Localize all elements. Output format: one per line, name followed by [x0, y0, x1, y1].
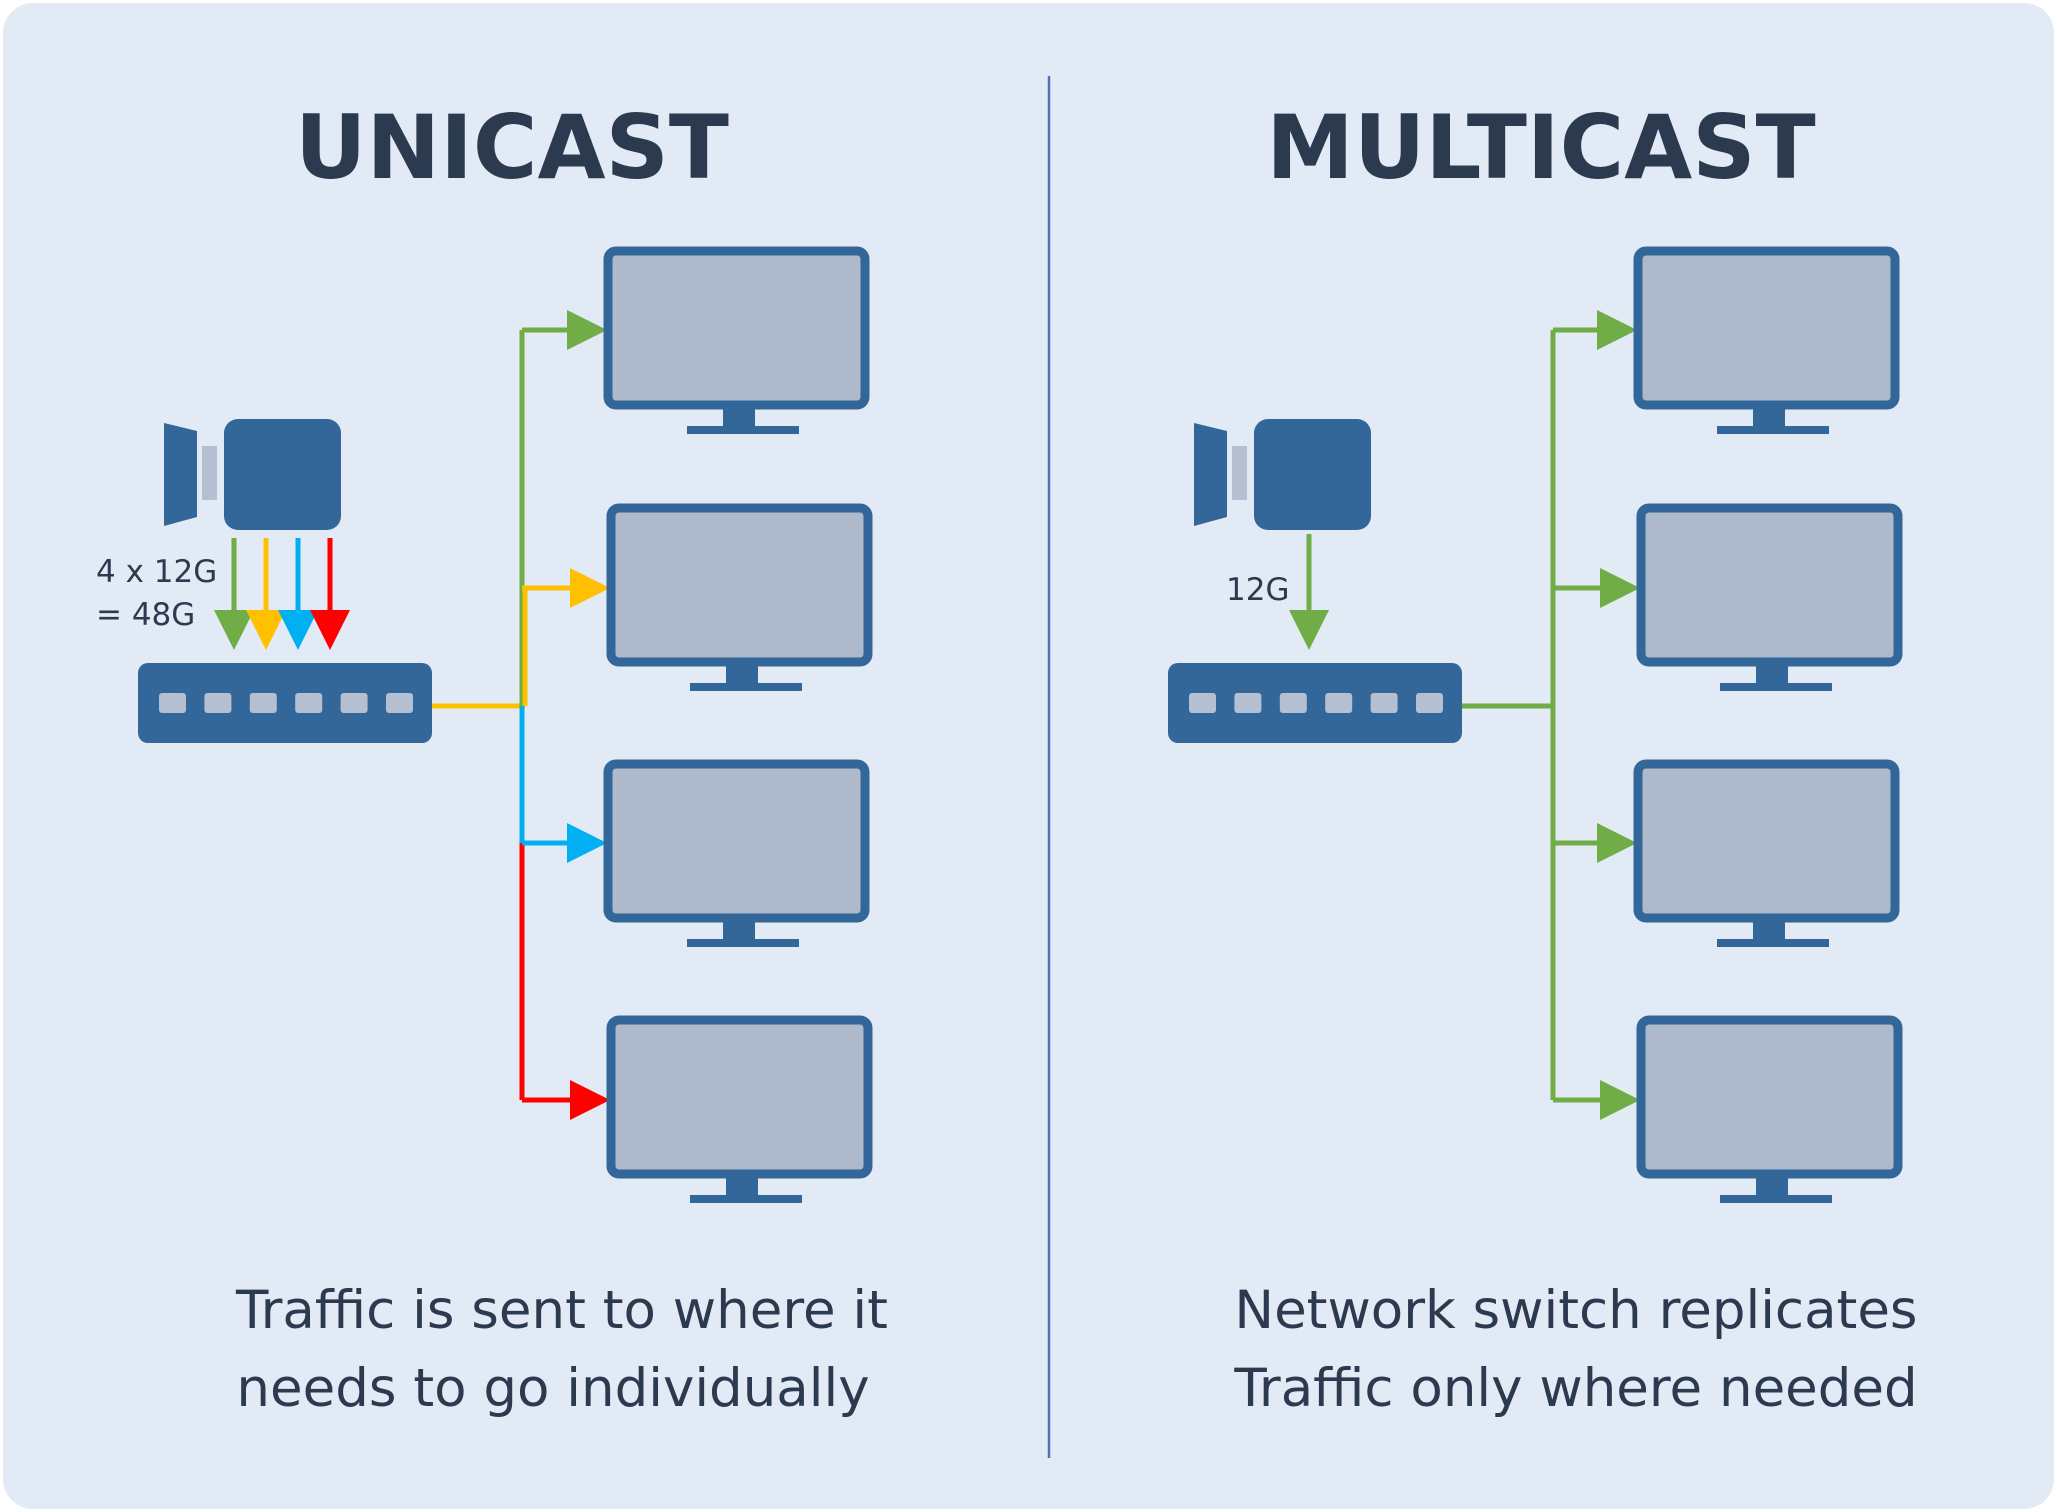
unicast-monitor-icon-2: [606, 503, 873, 691]
multicast-section: MULTICAST 12G Network switch replicates …: [1168, 96, 1918, 1419]
switch-port: [249, 693, 277, 713]
unicast-network-switch-icon: [138, 663, 432, 743]
switch-port: [1416, 693, 1443, 713]
unicast-monitor-icon-3: [603, 759, 870, 947]
unicast-caption-line-2: needs to go individually: [236, 1358, 869, 1419]
switch-port: [1370, 693, 1398, 713]
multicast-rate-label: 12G: [1226, 572, 1289, 608]
switch-port: [1234, 693, 1262, 713]
multicast-monitor-icon-1: [1633, 246, 1900, 434]
unicast-section: UNICAST 4 x 12G = 48G Traffic is sent to…: [96, 96, 888, 1419]
multicast-caption-line-1: Network switch replicates: [1234, 1280, 1917, 1341]
multicast-network-switch-icon: [1168, 663, 1462, 743]
switch-port: [1325, 693, 1353, 713]
switch-port: [340, 693, 368, 713]
unicast-rate-label-line-1: 4 x 12G: [96, 554, 217, 590]
multicast-title: MULTICAST: [1266, 96, 1815, 199]
switch-port: [386, 693, 413, 713]
unicast-caption-line-1: Traffic is sent to where it: [235, 1280, 888, 1341]
multicast-monitor-icon-2: [1636, 503, 1903, 691]
switch-port: [159, 693, 186, 713]
multicast-camera-icon: [1194, 419, 1371, 530]
multicast-monitor-icon-3: [1633, 759, 1900, 947]
unicast-monitor-group: [603, 246, 873, 1203]
switch-port: [295, 693, 323, 713]
switch-port: [204, 693, 232, 713]
switch-port: [1279, 693, 1307, 713]
unicast-rate-label-line-2: = 48G: [96, 597, 195, 633]
unicast-stream-links: [214, 310, 610, 1120]
unicast-monitor-icon-4: [606, 1015, 873, 1203]
multicast-monitor-icon-4: [1636, 1015, 1903, 1203]
unicast-title: UNICAST: [295, 96, 729, 199]
unicast-monitor-icon-1: [603, 246, 870, 434]
background-panel: [3, 3, 2054, 1509]
multicast-stream-links: [1289, 310, 1640, 1120]
switch-port: [1189, 693, 1216, 713]
unicast-camera-icon: [164, 419, 341, 530]
multicast-monitor-group: [1633, 246, 1903, 1203]
multicast-caption-line-2: Traffic only where needed: [1233, 1358, 1917, 1419]
